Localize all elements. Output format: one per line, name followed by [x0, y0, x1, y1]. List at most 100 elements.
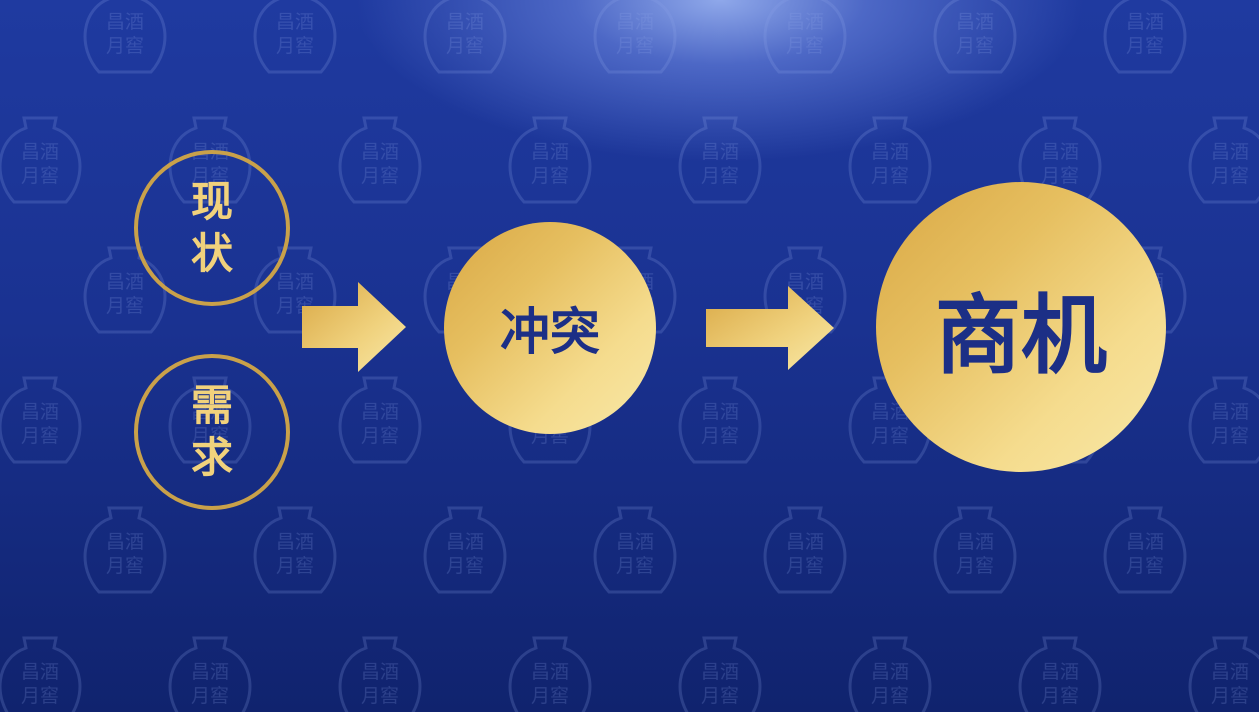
watermark-text: 昌酒 [786, 271, 824, 293]
watermark-text: 月窖 [531, 165, 569, 187]
watermark-text: 月窖 [616, 555, 654, 577]
watermark-text: 昌酒 [701, 141, 739, 163]
watermark-text: 月窖 [701, 425, 739, 447]
watermark-text: 月窖 [361, 425, 399, 447]
watermark-text: 月窖 [446, 555, 484, 577]
arrow-right-icon [302, 282, 406, 372]
demand-char-2: 求 [190, 433, 233, 482]
watermark-text: 昌酒 [21, 401, 59, 423]
watermark-text: 昌酒 [786, 11, 824, 33]
watermark-text: 月窖 [701, 165, 739, 187]
watermark-text: 昌酒 [21, 661, 59, 683]
watermark-text: 月窖 [1126, 35, 1164, 57]
watermark-text: 昌酒 [361, 141, 399, 163]
watermark-text: 月窖 [1211, 685, 1249, 707]
watermark-text: 昌酒 [106, 271, 144, 293]
watermark-text: 昌酒 [871, 141, 909, 163]
watermark-text: 月窖 [361, 165, 399, 187]
watermark-text: 月窖 [106, 295, 144, 317]
arrow-right-icon [706, 286, 834, 370]
status-char-1: 现 [190, 177, 233, 226]
watermark-text: 月窖 [21, 425, 59, 447]
watermark-text: 月窖 [871, 425, 909, 447]
watermark-text: 月窖 [786, 555, 824, 577]
watermark-text: 昌酒 [276, 531, 314, 553]
demand-char-1: 需 [190, 381, 233, 430]
watermark-text: 昌酒 [871, 661, 909, 683]
watermark-text: 月窖 [871, 685, 909, 707]
watermark-text: 月窖 [446, 35, 484, 57]
watermark-text: 月窖 [106, 555, 144, 577]
watermark-text: 月窖 [701, 685, 739, 707]
conflict-label: 冲突 [500, 303, 600, 361]
status-char-2: 状 [190, 229, 233, 278]
watermark-text: 月窖 [106, 35, 144, 57]
watermark-text: 月窖 [276, 555, 314, 577]
status-circle: 现 状 [134, 150, 290, 306]
watermark-text: 月窖 [1041, 165, 1079, 187]
watermark-text: 昌酒 [1211, 141, 1249, 163]
opportunity-circle: 商机 [876, 182, 1166, 472]
watermark-text: 月窖 [616, 35, 654, 57]
watermark-text: 月窖 [276, 35, 314, 57]
watermark-text: 月窖 [956, 555, 994, 577]
watermark-text: 昌酒 [446, 11, 484, 33]
watermark-text: 月窖 [191, 685, 229, 707]
watermark-text: 昌酒 [276, 11, 314, 33]
watermark-text: 昌酒 [1126, 11, 1164, 33]
watermark-text: 昌酒 [1211, 401, 1249, 423]
watermark-text: 昌酒 [106, 531, 144, 553]
watermark-text: 昌酒 [361, 661, 399, 683]
watermark-text: 月窖 [1211, 165, 1249, 187]
conflict-circle: 冲突 [444, 222, 656, 434]
watermark-text: 昌酒 [531, 661, 569, 683]
watermark-text: 月窖 [1041, 685, 1079, 707]
watermark-text: 昌酒 [956, 531, 994, 553]
watermark-text: 昌酒 [1126, 531, 1164, 553]
watermark-text: 月窖 [871, 165, 909, 187]
watermark-text: 昌酒 [616, 531, 654, 553]
watermark-text: 月窖 [531, 685, 569, 707]
watermark-text: 昌酒 [446, 531, 484, 553]
watermark-text: 月窖 [21, 165, 59, 187]
watermark-text: 月窖 [786, 35, 824, 57]
watermark-text: 昌酒 [531, 141, 569, 163]
watermark-text: 昌酒 [191, 661, 229, 683]
watermark-text: 昌酒 [956, 11, 994, 33]
watermark-text: 昌酒 [701, 661, 739, 683]
watermark-text: 月窖 [21, 685, 59, 707]
opportunity-label: 商机 [935, 285, 1107, 386]
watermark-text: 昌酒 [1041, 141, 1079, 163]
watermark-text: 昌酒 [616, 11, 654, 33]
watermark-text: 昌酒 [1211, 661, 1249, 683]
